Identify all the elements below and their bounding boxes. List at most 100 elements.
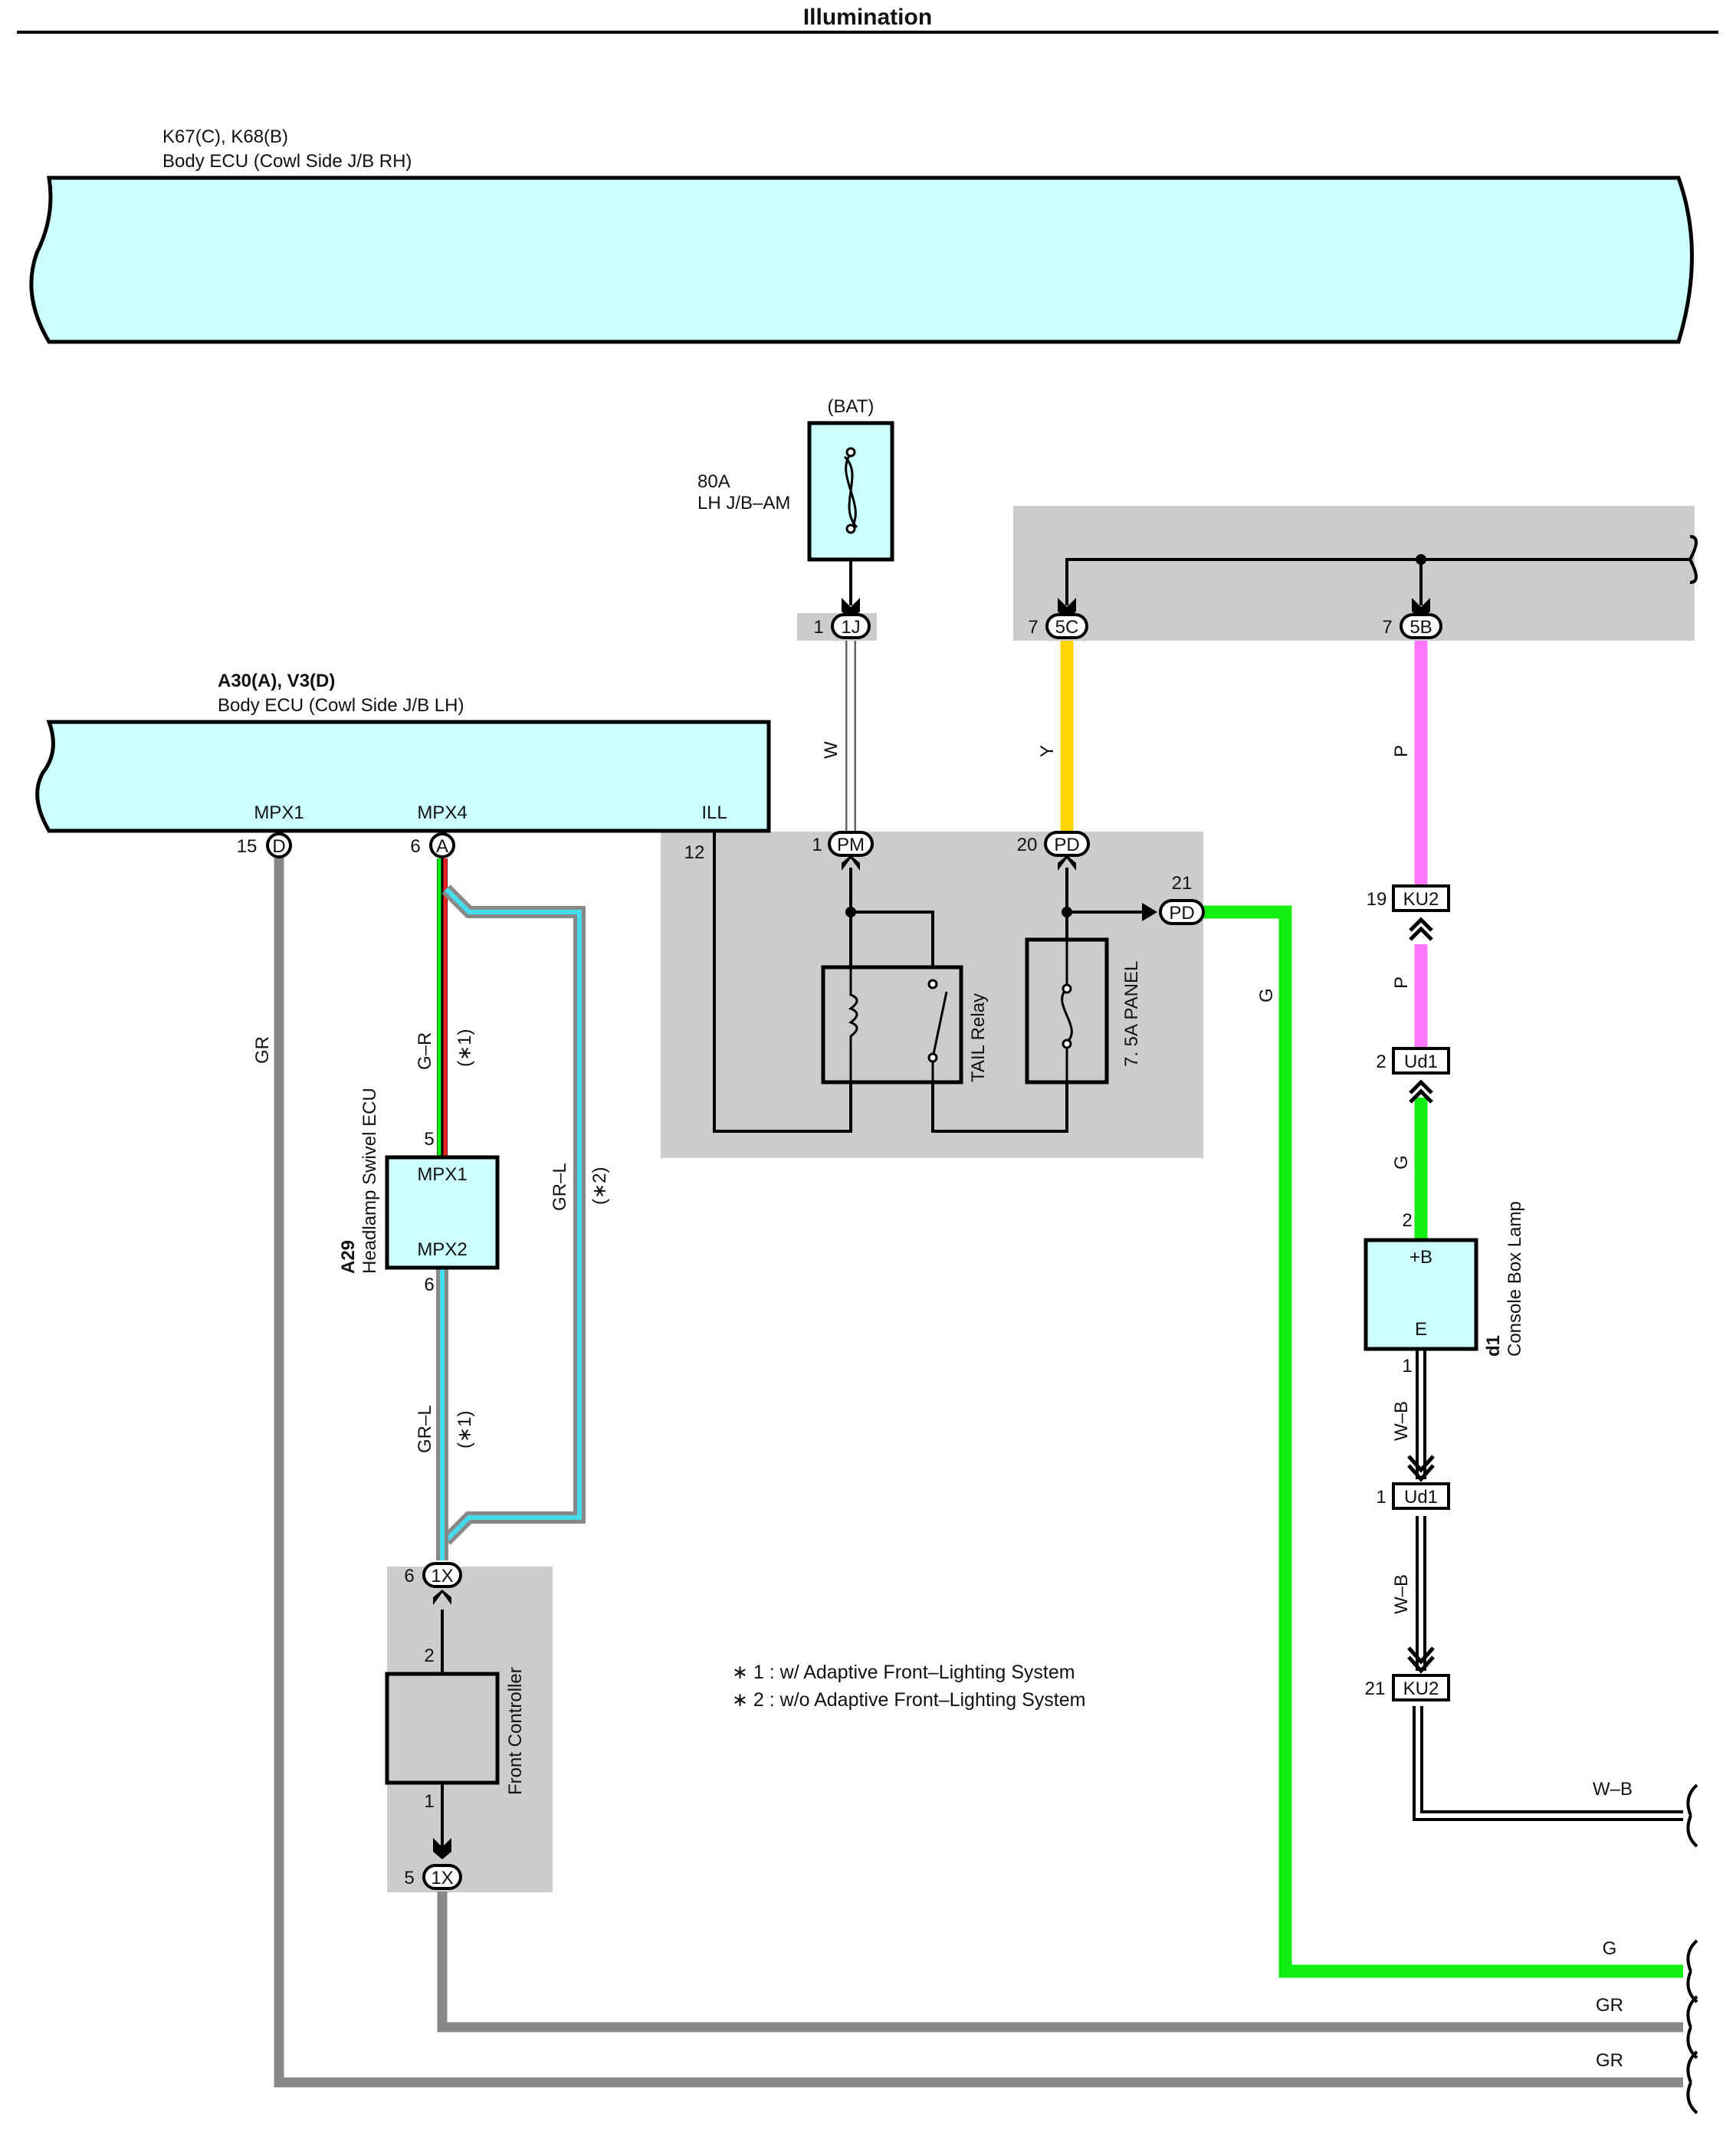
headlamp-swivel-pin-5: 5 — [424, 1129, 434, 1150]
ecu-lh-pin-15-num: 15 — [237, 836, 258, 857]
connector-ku2-21: KU2 21 — [1365, 1646, 1450, 1701]
ecu-lh-pin-mpx4-label: MPX4 — [417, 802, 467, 823]
connector-1j-pin: 1 — [813, 617, 823, 638]
connector-5b-id: 5B — [1409, 617, 1432, 638]
jb-area-top-right — [1013, 506, 1695, 641]
connector-pd20-pin: 20 — [1017, 835, 1038, 855]
ecu-lh-pin-ill-label: ILL — [701, 802, 727, 823]
front-controller-pin-1: 1 — [424, 1791, 434, 1812]
wire-label-wb-out: W–B — [1593, 1779, 1633, 1800]
tail-relay-name: TAIL Relay — [968, 993, 989, 1082]
wire-label-p-b: P — [1391, 976, 1412, 989]
wire-label-g-out: G — [1603, 1938, 1617, 1959]
fuse-am-terminal-top — [845, 447, 856, 458]
ecu-lh-pin-6: A 6 — [410, 832, 455, 858]
tail-relay-contact-b — [927, 1052, 938, 1063]
panel-fuse-terminal-bottom — [1062, 1039, 1072, 1049]
console-lamp-name: Console Box Lamp — [1505, 1201, 1525, 1357]
front-controller-box — [385, 1672, 500, 1785]
console-lamp-pin-e-label: E — [1415, 1319, 1427, 1340]
body-ecu-rh-box — [29, 176, 1694, 344]
wire-label-gr-out-a: GR — [1596, 1995, 1623, 2016]
wire-bus-top — [1065, 558, 1690, 605]
wire-gr-mpx1 — [274, 855, 1683, 2088]
headlamp-swivel-ecu-box — [385, 1155, 500, 1270]
wire-label-g-vertical: G — [1256, 988, 1277, 1002]
wire-label-note1-b: (∗1) — [455, 1411, 475, 1449]
wire-label-gr-l-b: GR–L — [415, 1405, 435, 1453]
connector-5b-pin: 7 — [1382, 617, 1392, 638]
connector-1j: 1J 1 — [813, 598, 871, 639]
wire-gr-l-bypass — [441, 884, 586, 1545]
continuation-marks — [1686, 535, 1698, 2115]
wire-g-panel — [1203, 905, 1683, 1978]
connector-1x-6-pin: 6 — [404, 1566, 414, 1587]
wire-label-y: Y — [1037, 745, 1058, 757]
body-ecu-lh-code: A30(A), V3(D) — [218, 671, 335, 691]
connector-ku2-21-pin: 21 — [1365, 1678, 1386, 1699]
connector-ud1-1-pin: 1 — [1376, 1487, 1386, 1508]
body-ecu-lh-name: Body ECU (Cowl Side J/B LH) — [218, 695, 464, 716]
wire-label-g-lamp: G — [1391, 1155, 1412, 1170]
splice-pm — [845, 907, 856, 917]
connector-pm: PM 1 — [812, 831, 874, 871]
ecu-lh-pin-6-conn: A — [436, 836, 448, 857]
connector-1x-5-id: 1X — [431, 1868, 453, 1888]
note-2: ∗ 2 : w/o Adaptive Front–Lighting System — [732, 1689, 1085, 1711]
connector-ku2-19-pin: 19 — [1367, 889, 1387, 910]
headlamp-swivel-pin-mpx1: MPX1 — [417, 1164, 467, 1185]
connector-pd20-id: PD — [1054, 835, 1079, 855]
wire-gr-1x — [437, 1892, 1683, 2033]
tail-relay-contact-a — [927, 979, 938, 989]
tail-relay-coil — [848, 967, 858, 1082]
connector-1x-6-id: 1X — [431, 1566, 453, 1587]
body-ecu-lh-box — [35, 720, 771, 833]
fuse-am-box — [807, 421, 894, 562]
console-lamp-code: d1 — [1483, 1335, 1504, 1357]
wire-label-gr-left: GR — [252, 1036, 273, 1064]
headlamp-swivel-pin-mpx2: MPX2 — [417, 1239, 467, 1260]
wire-label-p-a: P — [1391, 745, 1412, 757]
arrow-pd21 — [1142, 903, 1157, 921]
fuse-am-terminal-bottom — [845, 523, 856, 534]
ecu-lh-pin-mpx1-label: MPX1 — [254, 802, 304, 823]
front-controller-name: Front Controller — [505, 1667, 526, 1795]
tail-relay-box — [821, 965, 963, 1084]
wire-label-note1-a: (∗1) — [455, 1029, 475, 1067]
ecu-lh-pin-15: D 15 — [237, 832, 292, 858]
connector-ku2-19-id: KU2 — [1403, 889, 1439, 910]
splice-pd — [1062, 907, 1072, 917]
console-box-lamp-box — [1364, 1238, 1478, 1351]
connector-ku2-19: KU2 19 — [1367, 884, 1450, 941]
connector-pd-20: PD 20 — [1017, 831, 1090, 871]
connector-pd21-pin: 21 — [1172, 873, 1193, 894]
wire-pm-switch — [851, 911, 934, 967]
fuse-am-source: (BAT) — [828, 396, 875, 417]
wire-label-gr-out-b: GR — [1596, 2050, 1623, 2071]
console-lamp-pin-1: 1 — [1402, 1356, 1412, 1377]
page-title: Illumination — [803, 5, 932, 30]
wire-label-wb-a: W–B — [1391, 1401, 1412, 1441]
note-1: ∗ 1 : w/ Adaptive Front–Lighting System — [732, 1662, 1075, 1683]
ecu-lh-pin-12-num: 12 — [684, 842, 705, 863]
connector-1x-5-pin: 5 — [404, 1868, 414, 1888]
console-lamp-pin-b-label: +B — [1409, 1247, 1432, 1268]
connector-pm-pin: 1 — [812, 835, 822, 855]
connector-5c-id: 5C — [1055, 617, 1079, 638]
fuse-am-symbol — [843, 453, 858, 530]
front-controller-pin-2: 2 — [424, 1646, 434, 1666]
connector-5c-pin: 7 — [1028, 617, 1038, 638]
wire-label-gr-l-a: GR–L — [550, 1163, 570, 1211]
connector-ud1-1: Ud1 1 — [1376, 1455, 1450, 1510]
connector-pm-id: PM — [837, 835, 865, 855]
console-lamp-pin-2: 2 — [1402, 1210, 1412, 1231]
connector-ku2-21-id: KU2 — [1403, 1678, 1439, 1699]
wire-g-r — [437, 858, 448, 1157]
connector-5b: 5B 7 — [1382, 598, 1442, 639]
connector-ud1-2: Ud1 2 — [1376, 1047, 1450, 1104]
connector-ud1-2-pin: 2 — [1376, 1052, 1386, 1072]
headlamp-swivel-name: Headlamp Swivel ECU — [359, 1088, 380, 1274]
wire-label-w: W — [821, 741, 842, 759]
fuse-am-name: LH J/B–AM — [697, 493, 790, 514]
